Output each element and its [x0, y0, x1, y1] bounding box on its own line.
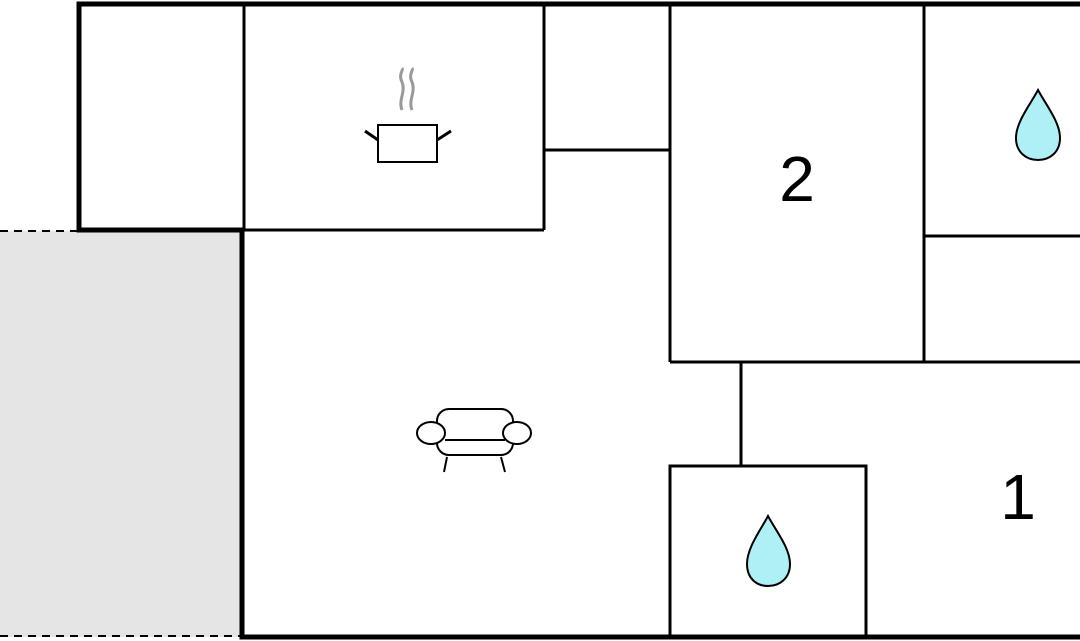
- room-2-label: 2: [779, 143, 815, 215]
- cooking-pot-icon: [364, 66, 452, 163]
- sofa-icon: [416, 408, 532, 473]
- interior-walls: [242, 4, 1080, 637]
- water-drop-icon: [1014, 87, 1062, 162]
- water-drop-icon: [745, 513, 792, 588]
- room-1-label: 1: [1000, 461, 1036, 533]
- terrace-area: [0, 230, 242, 637]
- exterior-walls: [76, 1, 1080, 640]
